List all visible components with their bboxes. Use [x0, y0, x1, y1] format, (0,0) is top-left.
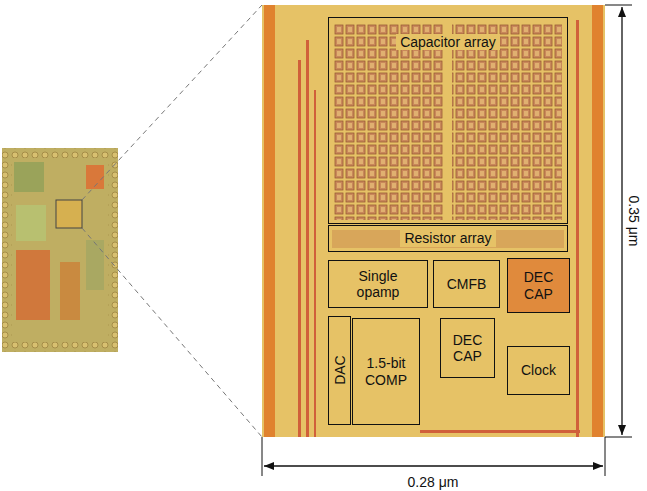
- layout-block: DEC CAP: [440, 318, 495, 378]
- block-label: DEC CAP: [450, 332, 486, 364]
- capacitor-cells: [452, 24, 562, 220]
- pad-row: [2, 148, 118, 158]
- die-block: [14, 162, 44, 192]
- pad-row: [2, 342, 118, 352]
- metal-trace: [576, 20, 579, 437]
- metal-trace: [420, 430, 580, 433]
- layout-block: Single opamp: [328, 260, 428, 308]
- dimension-label: 0.28 μm: [405, 474, 462, 490]
- capacitor-cells: [334, 24, 444, 220]
- block-label: CMFB: [447, 276, 487, 292]
- zoomed-layout: [262, 5, 605, 437]
- block-label: Resistor array: [400, 230, 495, 246]
- resistor-strip: [332, 230, 564, 248]
- block-label: Single opamp: [347, 268, 409, 300]
- dimension-label: 0.35 μm: [626, 193, 642, 250]
- pad-row: [108, 158, 118, 342]
- block-label: DEC CAP: [521, 269, 557, 301]
- layout-block: DAC: [328, 316, 351, 425]
- extension-line: [605, 437, 632, 438]
- pad-row: [2, 158, 12, 342]
- dimension-arrow: [264, 465, 603, 466]
- die-block: [16, 250, 50, 320]
- extension-line: [605, 437, 606, 476]
- zoom-line: [82, 228, 262, 437]
- metal-trace: [298, 60, 301, 437]
- die-block: [60, 262, 80, 320]
- extension-line: [262, 437, 263, 476]
- power-rail: [592, 5, 603, 437]
- layout-block: Resistor array: [328, 225, 568, 252]
- die-block: [16, 205, 46, 241]
- block-label: Capacitor array: [396, 34, 500, 50]
- zoom-region: [56, 200, 82, 228]
- layout-ground: [262, 5, 605, 437]
- layout-block: DEC CAP: [507, 258, 570, 313]
- dimension-arrow: [621, 7, 622, 435]
- block-label: DAC: [331, 356, 347, 386]
- extension-line: [605, 5, 632, 6]
- layout-block: CMFB: [433, 260, 500, 308]
- block-label: Clock: [521, 362, 556, 378]
- zoom-line: [82, 5, 262, 200]
- block-label: 1.5-bit COMP: [358, 355, 414, 387]
- layout-block: Capacitor array: [328, 17, 568, 224]
- die-block: [86, 240, 104, 290]
- metal-trace: [306, 40, 309, 437]
- metal-trace: [314, 90, 316, 437]
- power-rail: [264, 5, 275, 437]
- layout-block: 1.5-bit COMP: [352, 318, 420, 425]
- layout-block: Clock: [507, 346, 570, 395]
